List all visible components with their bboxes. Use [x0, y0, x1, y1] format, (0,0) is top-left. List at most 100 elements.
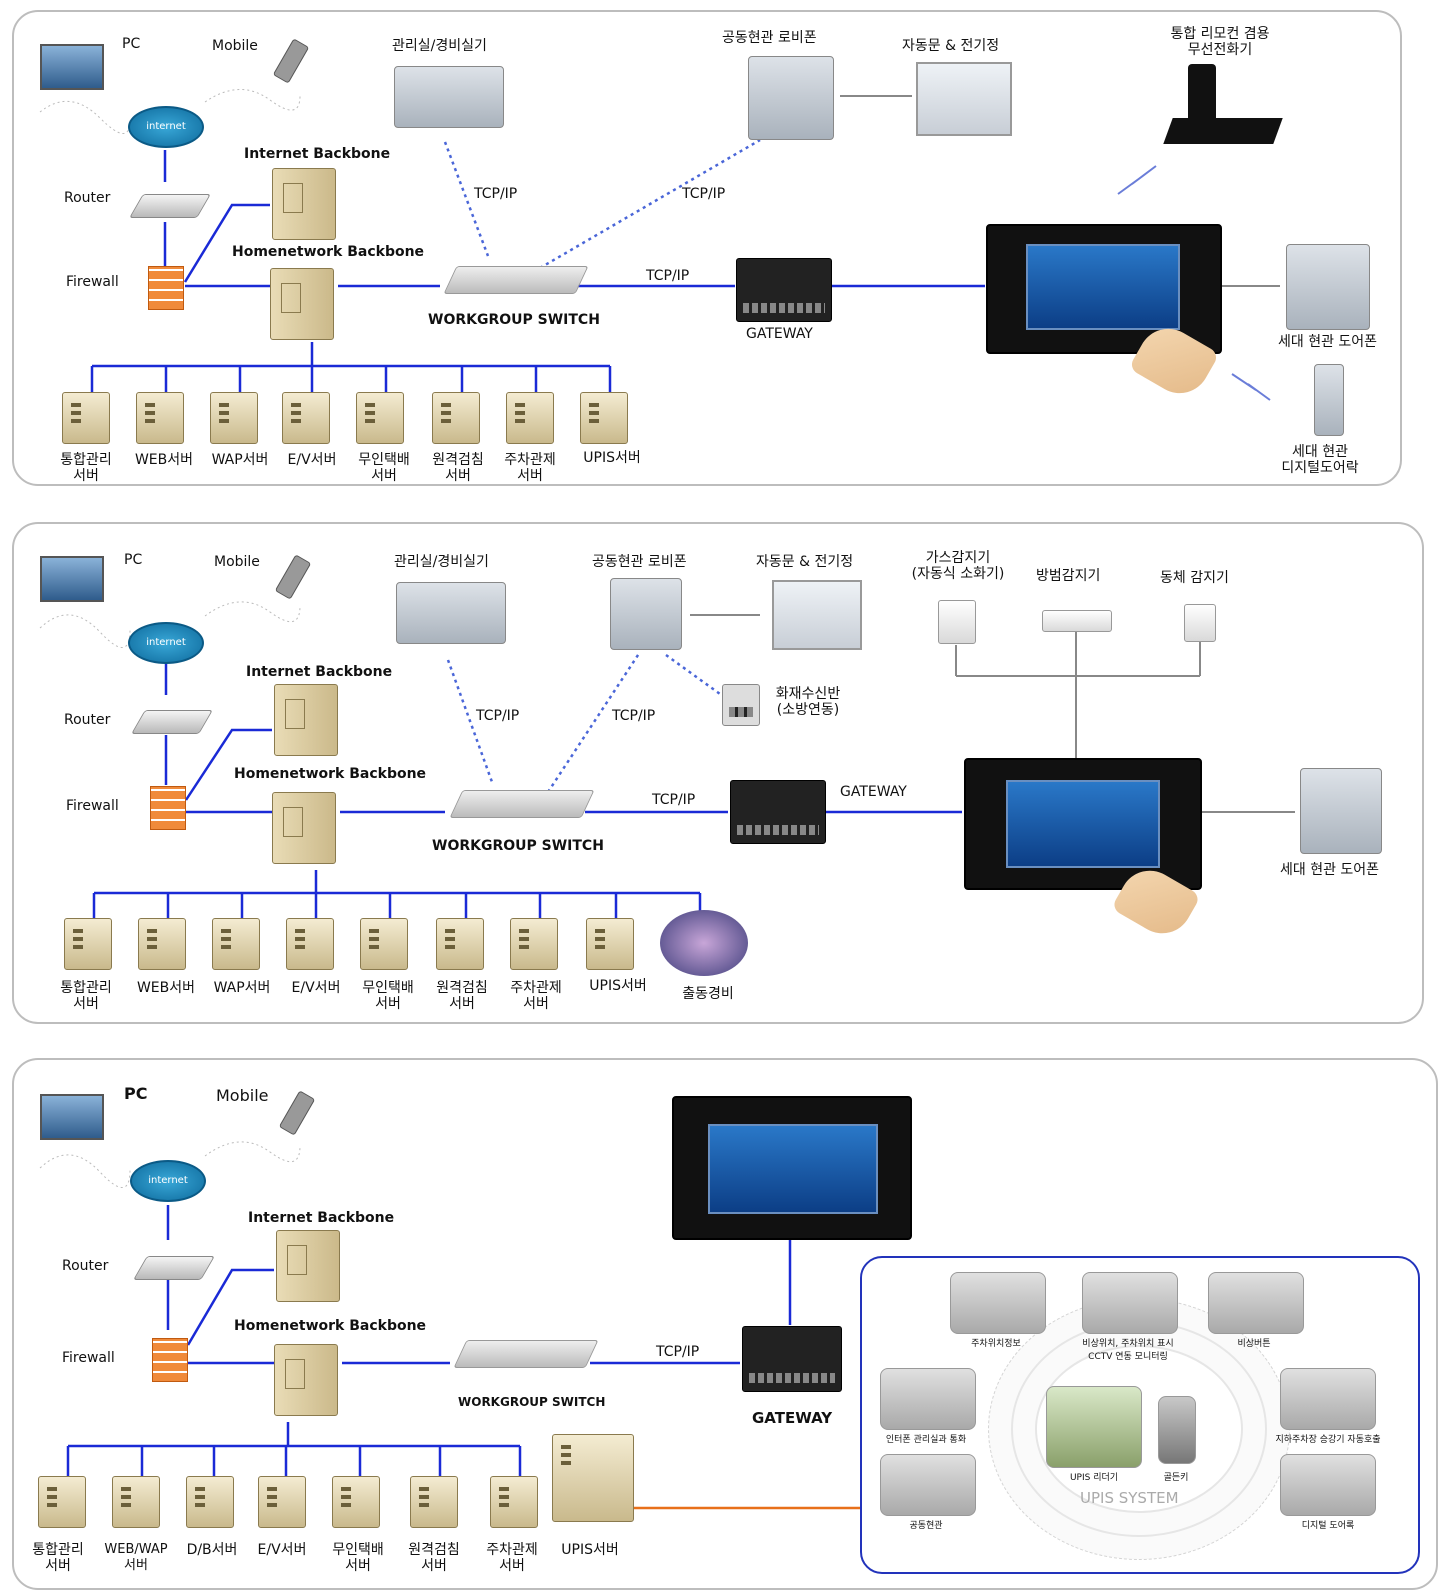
server-icon — [436, 918, 484, 970]
cctv-icon — [1082, 1272, 1178, 1334]
remote-label: 통합 리모컨 겸용 무선전화기 — [1170, 26, 1270, 58]
doorphone-label: 세대 현관 도어폰 — [1278, 334, 1378, 350]
server-icon — [62, 392, 110, 444]
internet-backbone-server-icon — [276, 1230, 340, 1302]
internet-backbone-server-icon — [272, 168, 336, 240]
doorphone-icon — [1300, 768, 1382, 854]
workgroup-switch-icon — [453, 1340, 599, 1368]
dispatch-guard-photo — [660, 910, 748, 976]
server-label: WEB서버 — [134, 452, 194, 468]
server-label: WEB서버 — [136, 980, 196, 996]
server-icon — [64, 918, 112, 970]
tcp-label-3: TCP/IP — [646, 268, 690, 284]
server-icon — [258, 1476, 306, 1528]
server-icon — [490, 1476, 538, 1528]
firewall-icon — [148, 266, 184, 310]
server-label: UPIS서버 — [589, 978, 647, 994]
router-label: Router — [62, 1258, 109, 1274]
server-label: 무인택배 서버 — [358, 452, 410, 484]
mgmt-console-icon — [396, 582, 506, 644]
autodoor-label: 자동문 & 전기정 — [756, 554, 854, 570]
server-label: 원격검침 서버 — [436, 980, 488, 1012]
gateway-label: GATEWAY — [840, 784, 907, 800]
elevator-icon — [1280, 1368, 1376, 1430]
gateway-icon — [736, 258, 832, 322]
homenet-backbone-server-icon — [274, 1344, 338, 1416]
homenet-backbone-label: Homenetwork Backbone — [232, 244, 425, 260]
upis-reader-icon — [1046, 1386, 1142, 1468]
internet-icon: internet — [128, 622, 204, 664]
tcp-label-3: TCP/IP — [652, 792, 696, 808]
firewall-label: Firewall — [66, 798, 119, 814]
fob-label: 골든키 — [1163, 1473, 1189, 1483]
gas-detector-icon — [938, 600, 976, 644]
security-sensor-label: 방범감지기 — [1036, 568, 1101, 584]
lobby-label: 공동현관 로비폰 — [592, 554, 687, 570]
switch-label: WORKGROUP SWITCH — [432, 838, 604, 854]
doorlock-label: 세대 현관 디지털도어락 — [1281, 444, 1359, 476]
wallpad-monitor-icon — [964, 758, 1202, 890]
homenet-backbone-label: Homenetwork Backbone — [234, 1318, 427, 1334]
server-label: 주차관제 서버 — [510, 980, 562, 1012]
server-icon — [136, 392, 184, 444]
homenet-backbone-server-icon — [270, 268, 334, 340]
server-label: E/V서버 — [257, 1542, 307, 1558]
router-icon — [133, 1256, 215, 1280]
mobile-label: Mobile — [214, 554, 260, 570]
autodoor-icon — [916, 62, 1012, 136]
gateway-icon — [742, 1326, 842, 1392]
server-icon — [586, 918, 634, 970]
router-icon — [131, 710, 213, 734]
parking-info-label: 주차위치정보 — [971, 1339, 1021, 1349]
server-icon — [138, 918, 186, 970]
server-icon — [506, 392, 554, 444]
server-icon — [282, 392, 330, 444]
elevator-label: 지하주차장 승강기 자동호출 — [1275, 1435, 1381, 1445]
motion-sensor-label: 동체 감지기 — [1160, 570, 1229, 586]
server-label: UPIS서버 — [583, 450, 641, 466]
server-label: 통합관리 서버 — [32, 1542, 84, 1574]
doorphone-label: 세대 현관 도어폰 — [1280, 862, 1380, 878]
server-label: WAP서버 — [211, 452, 269, 468]
server-icon — [432, 392, 480, 444]
server-label: UPIS서버 — [561, 1542, 619, 1558]
emergency-button-label: 비상버튼 — [1237, 1339, 1271, 1349]
lobby-label: 공동현관 로비폰 — [722, 30, 817, 46]
upis-system-box: 주차위치정보 비상위치, 주차위치 표시 CCTV 연동 모니터링 비상버튼 인… — [860, 1256, 1420, 1574]
server-label: WAP서버 — [213, 980, 271, 996]
parking-info-icon — [950, 1272, 1046, 1334]
dispatch-label: 출동경비 — [682, 986, 734, 1002]
server-label: E/V서버 — [291, 980, 341, 996]
tcp-label: TCP/IP — [656, 1344, 700, 1360]
lobby-phone-icon — [748, 56, 834, 140]
firewall-icon — [152, 1338, 188, 1382]
doorphone-icon — [1286, 244, 1370, 330]
pc-icon — [40, 556, 104, 602]
internet-backbone-label: Internet Backbone — [248, 1210, 395, 1226]
workgroup-switch-icon — [443, 266, 589, 294]
firewall-label: Firewall — [62, 1350, 115, 1366]
server-icon — [212, 918, 260, 970]
router-label: Router — [64, 712, 111, 728]
reader-label: UPIS 리더기 — [1069, 1473, 1119, 1483]
pc-icon — [40, 1094, 104, 1140]
server-icon — [580, 392, 628, 444]
tcp-label-1: TCP/IP — [474, 186, 518, 202]
server-icon — [360, 918, 408, 970]
mgmt-label: 관리실/경비실기 — [392, 38, 487, 54]
pc-label: PC — [122, 36, 141, 52]
internet-backbone-label: Internet Backbone — [246, 664, 393, 680]
emergency-label: 비상위치, 주차위치 표시 CCTV 연동 모니터링 — [1082, 1339, 1174, 1362]
lobby-door-icon — [880, 1454, 976, 1516]
server-label: WEB/WAP 서버 — [104, 1542, 168, 1573]
doorlock-icon — [1314, 364, 1344, 436]
server-label: 주차관제 서버 — [504, 452, 556, 484]
intercom-icon — [880, 1368, 976, 1430]
workgroup-switch-icon — [449, 790, 595, 818]
wallpad-monitor-icon — [672, 1096, 912, 1240]
server-label: 주차관제 서버 — [486, 1542, 538, 1574]
gateway-label: GATEWAY — [746, 326, 813, 342]
lobby-phone-icon — [610, 578, 682, 650]
switch-label: WORKGROUP SWITCH — [428, 312, 600, 328]
